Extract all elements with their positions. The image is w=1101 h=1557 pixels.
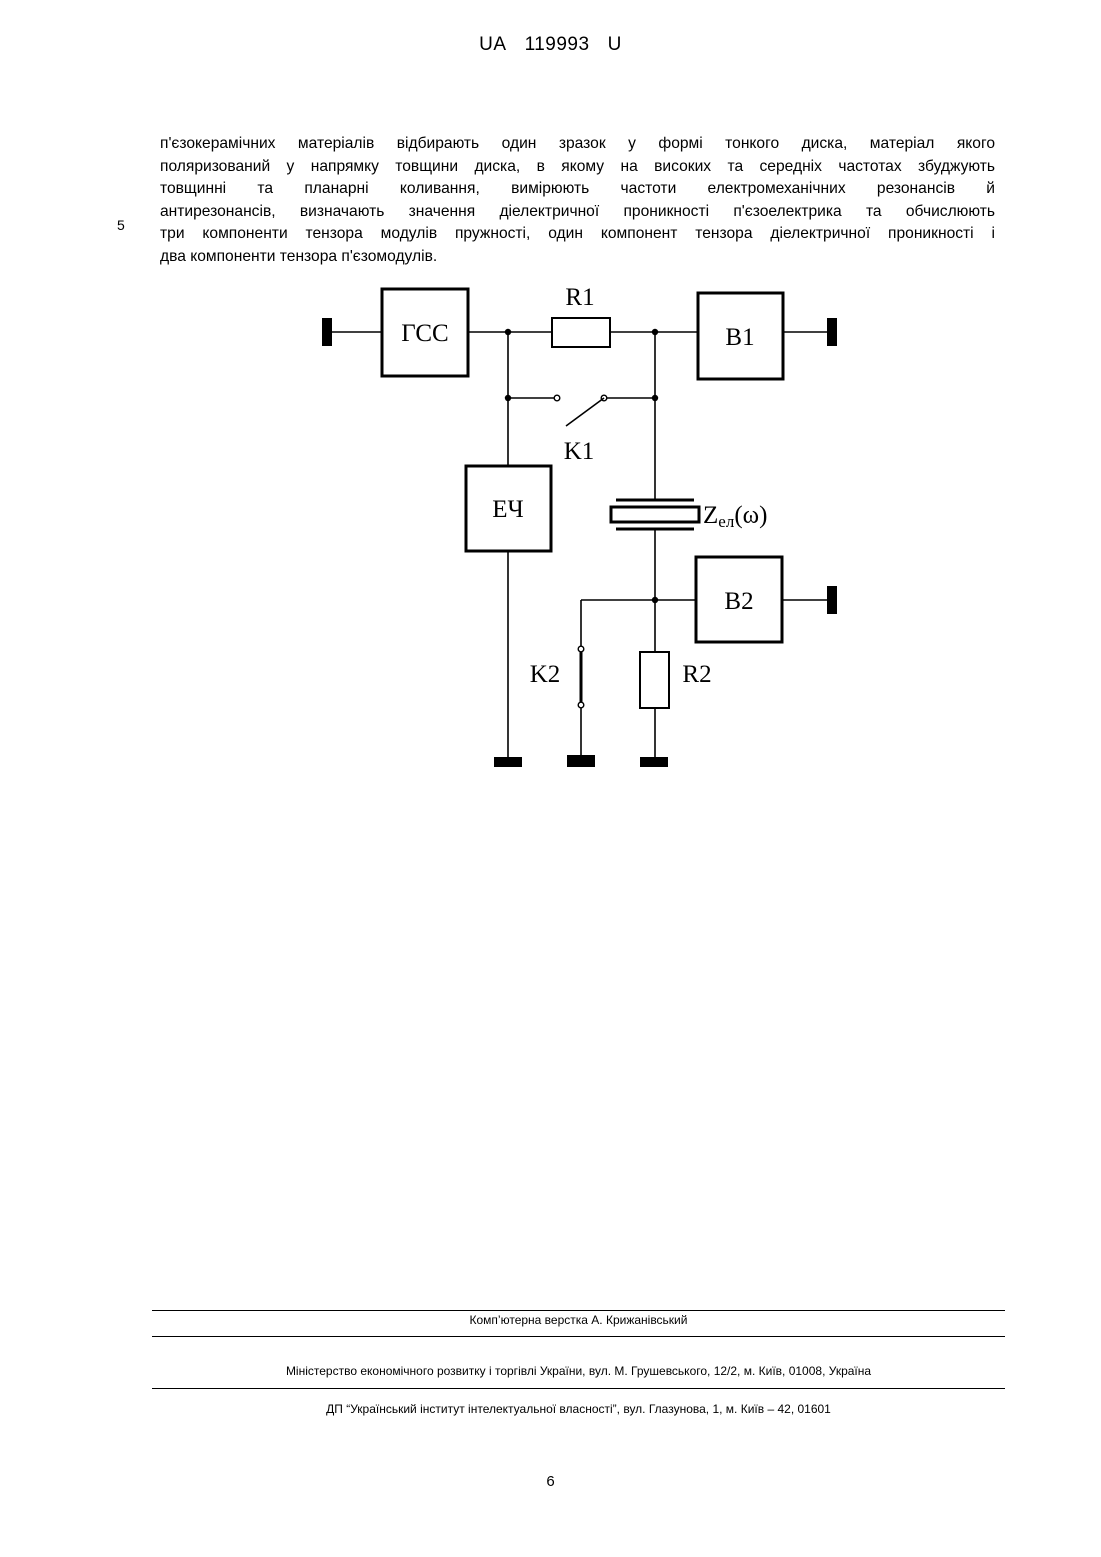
ech-label: ЕЧ	[492, 496, 524, 523]
k2-switch	[578, 646, 584, 708]
r1-label: R1	[565, 284, 594, 311]
k2-label: K2	[530, 661, 561, 688]
gss-label: ГСС	[401, 320, 448, 347]
r2-label: R2	[682, 661, 711, 688]
circuit-diagram: ГСС R1 B1 K1 ЕЧ Zел(ω) B2 K2 R2	[0, 0, 1101, 800]
k1-switch	[554, 395, 607, 426]
footer-rule	[152, 1336, 1005, 1337]
input-terminal	[322, 318, 332, 346]
page-number: 6	[0, 1473, 1101, 1490]
junction-dot	[652, 597, 658, 603]
r2-resistor	[640, 652, 669, 708]
footer-rule	[152, 1310, 1005, 1311]
junction-dot	[652, 329, 658, 335]
junction-dot	[505, 329, 511, 335]
footer-rule	[152, 1388, 1005, 1389]
ground-terminal-right	[640, 757, 668, 767]
ministry-address: Міністерство економічного розвитку і тор…	[152, 1364, 1005, 1378]
b1-output-terminal	[827, 318, 837, 346]
b2-output-terminal	[827, 586, 837, 614]
b2-label: B2	[724, 588, 753, 615]
z-label: Zел(ω)	[703, 502, 767, 531]
b1-label: B1	[725, 324, 754, 351]
r1-resistor	[552, 318, 610, 347]
ground-terminal-left	[494, 757, 522, 767]
z-main: Z	[703, 502, 718, 529]
k1-label: K1	[564, 438, 595, 465]
z-subscript: ел	[718, 512, 735, 531]
ground-terminal-middle	[567, 755, 595, 767]
junction-dot	[652, 395, 658, 401]
junction-dot	[505, 395, 511, 401]
piezo-disc-element	[611, 500, 699, 529]
z-argument: (ω)	[734, 502, 767, 529]
institute-address: ДП “Український інститут інтелектуальної…	[152, 1402, 1005, 1416]
layout-credit: Комп’ютерна верстка А. Крижанівський	[152, 1313, 1005, 1327]
